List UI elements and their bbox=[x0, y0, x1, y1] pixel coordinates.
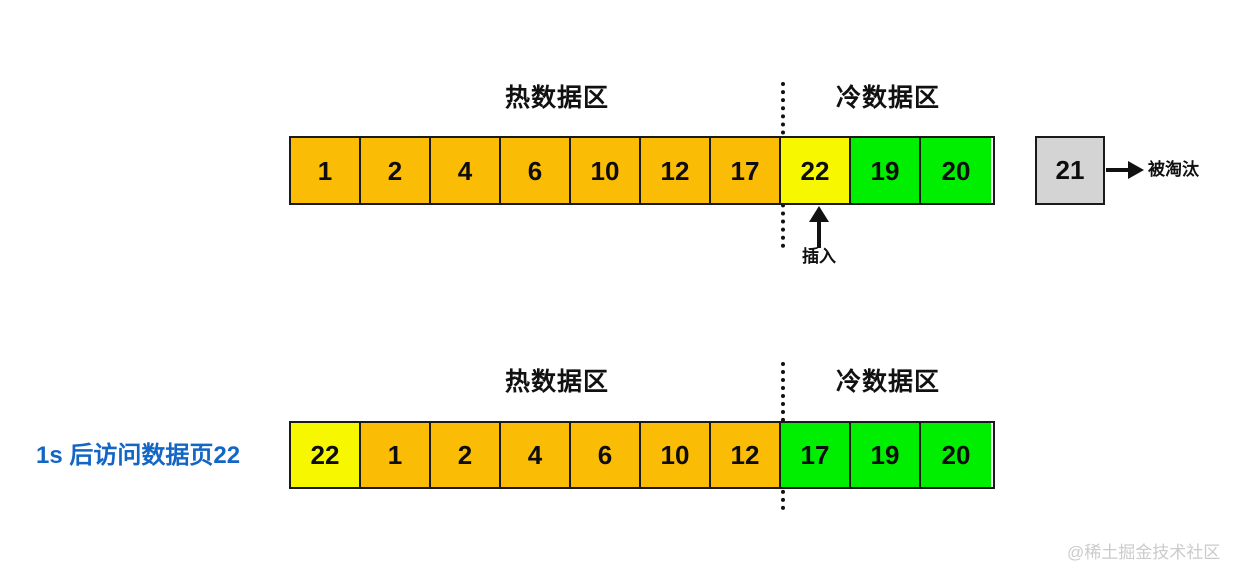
page-before-cell: 17 bbox=[711, 138, 781, 203]
insert-label: 插入 bbox=[802, 247, 836, 266]
page-before-cell: 10 bbox=[571, 138, 641, 203]
page-after-cell: 6 bbox=[571, 423, 641, 487]
page-before-cell: 6 bbox=[501, 138, 571, 203]
hot-zone-title-after: 热数据区 bbox=[504, 368, 610, 396]
page-after-cell: 2 bbox=[431, 423, 501, 487]
page-before-cell: 4 bbox=[431, 138, 501, 203]
page-after-cell: 4 bbox=[501, 423, 571, 487]
page-before-cell: 2 bbox=[361, 138, 431, 203]
page-after-cell: 22 bbox=[291, 423, 361, 487]
hot-zone-title-before: 热数据区 bbox=[504, 84, 610, 112]
page-before-cell: 1 bbox=[291, 138, 361, 203]
cold-zone-title-after: 冷数据区 bbox=[835, 368, 941, 396]
evicted-page-box: 21 bbox=[1035, 136, 1105, 205]
page-after-cell: 19 bbox=[851, 423, 921, 487]
evicted-label: 被淘汰 bbox=[1148, 160, 1199, 179]
cold-zone-title-before: 冷数据区 bbox=[835, 84, 941, 112]
page-after-cell: 12 bbox=[711, 423, 781, 487]
page-before-cell: 22 bbox=[781, 138, 851, 203]
page-before-cell: 12 bbox=[641, 138, 711, 203]
step-note-after: 1s 后访问数据页22 bbox=[36, 442, 241, 469]
page-before-cell: 20 bbox=[921, 138, 991, 203]
page-after-cell: 1 bbox=[361, 423, 431, 487]
page-after-cell: 10 bbox=[641, 423, 711, 487]
insert-arrow-icon bbox=[809, 206, 829, 248]
page-before-cell: 19 bbox=[851, 138, 921, 203]
page-after-cell: 20 bbox=[921, 423, 991, 487]
evicted-arrow-icon bbox=[1106, 161, 1144, 179]
watermark: @稀土掘金技术社区 bbox=[1067, 543, 1221, 562]
page-after-cell: 17 bbox=[781, 423, 851, 487]
